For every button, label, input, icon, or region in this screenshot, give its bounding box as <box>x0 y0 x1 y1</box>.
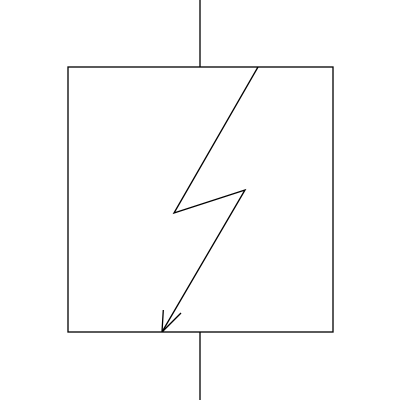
lightning-bolt-line <box>161 66 259 333</box>
component-box <box>67 66 334 333</box>
lightning-bolt-arrowhead-icon <box>161 309 182 333</box>
